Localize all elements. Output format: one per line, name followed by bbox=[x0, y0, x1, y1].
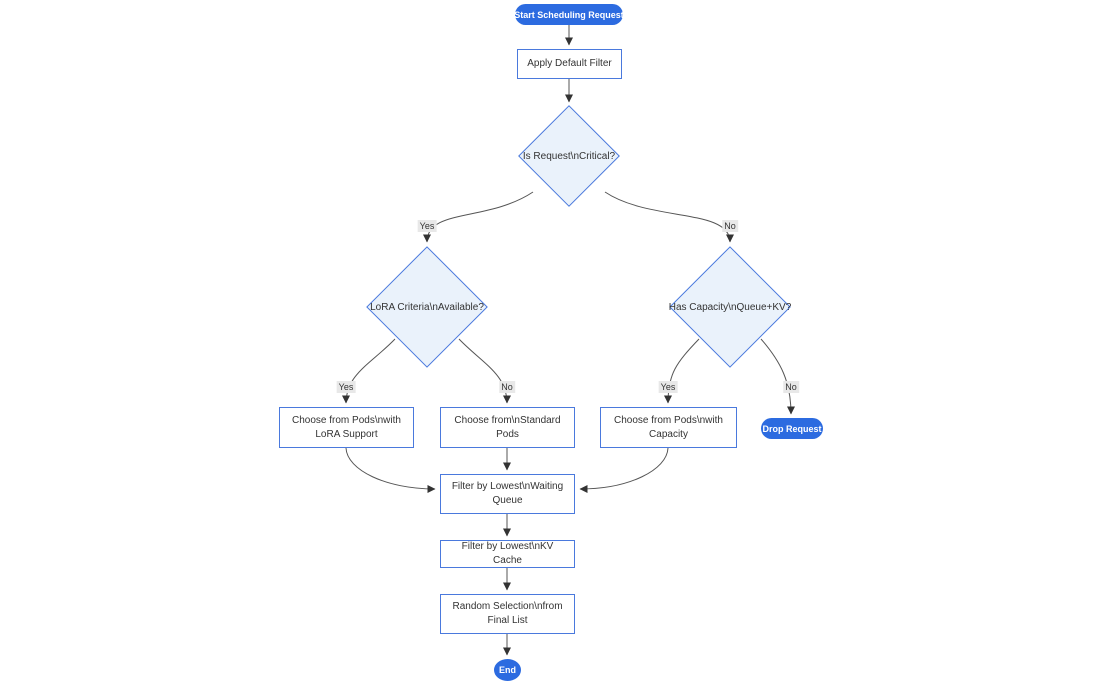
edge-podslora-filterqueue bbox=[345, 447, 436, 493]
node-lora-criteria-available: LoRA Criteria\nAvailable? bbox=[366, 246, 488, 368]
node-apply-default-filter-label: Apply Default Filter bbox=[527, 58, 612, 69]
node-filter-kv-cache: Filter by Lowest\nKV Cache bbox=[440, 540, 575, 568]
node-filter-kv-cache-label: Filter by Lowest\nKV Cache bbox=[461, 541, 554, 566]
node-choose-standard-pods-label: Choose from\nStandard Pods bbox=[454, 414, 561, 440]
node-drop-request: Drop Request bbox=[761, 418, 823, 439]
node-is-request-critical: Is Request\nCritical? bbox=[518, 105, 620, 207]
edge-critical-no-capacity bbox=[604, 191, 734, 243]
edge-lora-no-standard bbox=[458, 338, 511, 404]
edge-label-lora-yes: Yes bbox=[336, 381, 356, 393]
node-is-request-critical-label: Is Request\nCritical? bbox=[522, 150, 616, 162]
node-choose-standard-pods: Choose from\nStandard Pods bbox=[440, 407, 575, 448]
edge-label-capacity-no: No bbox=[783, 381, 799, 393]
node-choose-pods-lora-label: Choose from Pods\nwith LoRA Support bbox=[292, 414, 401, 440]
node-start-label: Start Scheduling Request bbox=[514, 9, 624, 20]
node-choose-pods-capacity-label: Choose from Pods\nwith Capacity bbox=[614, 414, 723, 440]
node-random-selection: Random Selection\nfrom Final List bbox=[440, 594, 575, 634]
edge-critical-yes-lora bbox=[423, 191, 534, 243]
node-drop-request-label: Drop Request bbox=[762, 423, 822, 434]
edge-label-lora-no: No bbox=[499, 381, 515, 393]
node-end-label: End bbox=[499, 665, 516, 675]
edge-capacity-yes-pods bbox=[664, 338, 700, 404]
node-filter-waiting-queue: Filter by Lowest\nWaiting Queue bbox=[440, 474, 575, 514]
node-has-capacity-queue-kv-label: Has Capacity\nQueue+KV? bbox=[668, 301, 792, 313]
edge-label-capacity-yes: Yes bbox=[658, 381, 678, 393]
node-random-selection-label: Random Selection\nfrom Final List bbox=[452, 601, 563, 626]
node-filter-waiting-queue-label: Filter by Lowest\nWaiting Queue bbox=[451, 481, 564, 506]
node-choose-pods-capacity: Choose from Pods\nwith Capacity bbox=[600, 407, 737, 448]
node-choose-pods-lora: Choose from Pods\nwith LoRA Support bbox=[279, 407, 414, 448]
node-lora-criteria-available-label: LoRA Criteria\nAvailable? bbox=[370, 301, 484, 313]
edge-lora-yes-pods bbox=[342, 338, 396, 404]
node-start: Start Scheduling Request bbox=[514, 4, 624, 25]
node-has-capacity-queue-kv: Has Capacity\nQueue+KV? bbox=[669, 246, 791, 368]
edge-label-critical-no: No bbox=[722, 220, 738, 232]
node-apply-default-filter: Apply Default Filter bbox=[517, 49, 622, 79]
node-end: End bbox=[494, 659, 521, 681]
edge-capacitypods-filterqueue bbox=[579, 447, 669, 493]
edge-label-critical-yes: Yes bbox=[417, 220, 437, 232]
edge-capacity-no-drop bbox=[760, 338, 795, 415]
